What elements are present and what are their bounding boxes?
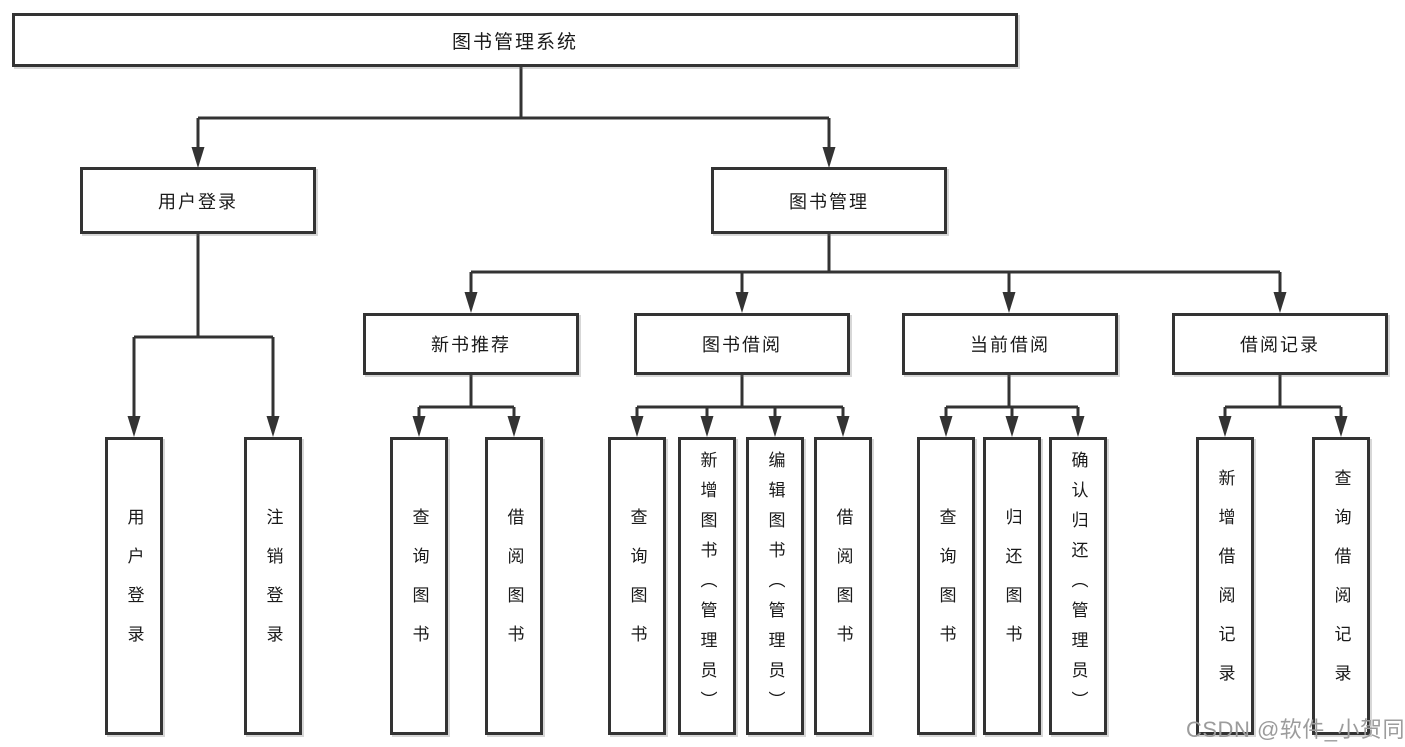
node-label: 图书管理系统	[451, 31, 578, 53]
node-leaf-query-book-2: 查询图书	[608, 437, 666, 735]
node-new-book-recommend: 新书推荐	[363, 313, 579, 375]
node-label: 用户登录	[124, 508, 144, 664]
connector-root-to-level2	[191, 67, 836, 168]
node-leaf-add-book-admin: 新增图书（管理员）	[678, 437, 736, 735]
node-label: 查询图书	[936, 508, 956, 664]
node-book-management: 图书管理	[711, 167, 947, 234]
connector-current-borrow-to-leaves	[939, 375, 1085, 437]
node-label: 查询借阅记录	[1331, 469, 1351, 703]
node-leaf-query-book-1: 查询图书	[390, 437, 448, 735]
connector-user-login-to-leaves	[127, 233, 280, 437]
node-borrowing-records: 借阅记录	[1172, 313, 1388, 375]
node-label: 图书借阅	[702, 335, 782, 355]
node-label: 确认归还（管理员）	[1068, 451, 1088, 721]
node-leaf-edit-book-admin: 编辑图书（管理员）	[746, 437, 804, 735]
node-label: 查询图书	[409, 508, 429, 664]
node-leaf-user-login: 用户登录	[105, 437, 163, 735]
node-leaf-borrow-book-2: 借阅图书	[814, 437, 872, 735]
node-label: 注销登录	[263, 508, 283, 664]
node-label: 编辑图书（管理员）	[765, 451, 785, 721]
node-book-borrowing: 图书借阅	[634, 313, 850, 375]
csdn-watermark: CSDN @软件_小贺同学	[1186, 717, 1405, 742]
node-leaf-add-borrow-record: 新增借阅记录	[1196, 437, 1254, 735]
node-label: 借阅图书	[833, 508, 853, 664]
node-leaf-query-book-3: 查询图书	[917, 437, 975, 735]
connector-borrow-records-to-leaves	[1218, 375, 1348, 437]
node-label: 借阅图书	[504, 508, 524, 664]
node-label: 图书管理	[789, 191, 869, 212]
node-label: 新增借阅记录	[1215, 469, 1235, 703]
node-label: 归还图书	[1002, 508, 1022, 664]
node-label: 当前借阅	[970, 335, 1050, 355]
node-leaf-confirm-return-admin: 确认归还（管理员）	[1049, 437, 1107, 735]
node-label: 查询图书	[627, 508, 647, 664]
node-leaf-return-book: 归还图书	[983, 437, 1041, 735]
connector-book-borrow-to-leaves	[630, 375, 850, 437]
node-label: 借阅记录	[1240, 335, 1320, 355]
connector-new-book-rec-to-leaves	[412, 375, 521, 437]
node-leaf-logout: 注销登录	[244, 437, 302, 735]
node-library-system: 图书管理系统	[12, 13, 1018, 67]
node-label: 新增图书（管理员）	[697, 451, 717, 721]
node-label: 用户登录	[158, 191, 238, 212]
node-label: 新书推荐	[431, 335, 511, 355]
connector-book-mgmt-to-level3	[464, 233, 1287, 313]
node-leaf-query-borrow-record: 查询借阅记录	[1312, 437, 1370, 735]
node-leaf-borrow-book-1: 借阅图书	[485, 437, 543, 735]
node-user-login: 用户登录	[80, 167, 316, 234]
node-current-borrowing: 当前借阅	[902, 313, 1118, 375]
